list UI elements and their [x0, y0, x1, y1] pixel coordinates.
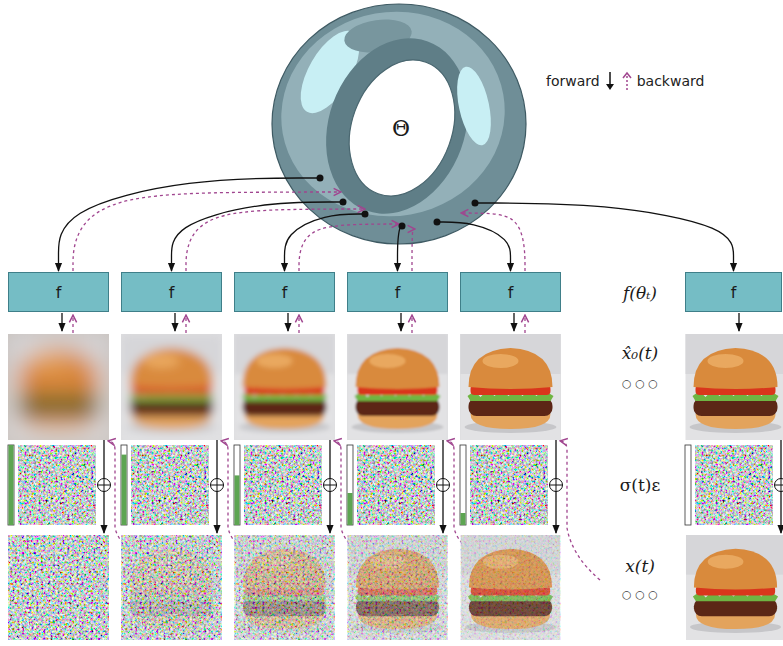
edge-origin-dot [362, 211, 369, 218]
noisy-image [234, 535, 335, 640]
noise-image [131, 445, 209, 525]
label-holder: ○ ○ ○ [622, 373, 658, 391]
x0-estimate-image [686, 334, 783, 440]
x0-estimate-image [460, 334, 561, 440]
add-symbol [324, 479, 337, 492]
function-box: f [121, 272, 222, 312]
noise-image [244, 445, 322, 525]
noise-level-fill [122, 455, 127, 525]
function-symbol: f(θₜ) [623, 283, 657, 303]
label-holder: x̂₀(t) [622, 343, 659, 363]
add-symbol [211, 479, 224, 492]
label-holder: σ(t)ε [620, 475, 661, 495]
noise-level-bar [8, 445, 14, 525]
backward-connector [73, 192, 340, 271]
edge-origin-dot [317, 175, 324, 182]
backward-sample [620, 70, 634, 92]
edge-origin-dot [472, 200, 479, 207]
backward-arrow [72, 316, 73, 333]
function-label: f [731, 283, 737, 302]
noise-level-bar [347, 445, 353, 525]
noise-level-bar [121, 445, 127, 525]
forward-sample [603, 70, 617, 92]
label-holder: ○ ○ ○ [622, 584, 658, 602]
function-box: f [347, 272, 448, 312]
noise-level-fill [235, 475, 240, 525]
add-symbol [437, 479, 450, 492]
legend-entry: forward [546, 70, 617, 92]
function-box: f [460, 272, 561, 312]
legend-text: forward [546, 73, 600, 89]
edge-origin-dot [399, 223, 406, 230]
noisy-image [121, 535, 222, 640]
forward-connector [475, 203, 734, 271]
function-box: f [685, 272, 782, 312]
noise-image [695, 445, 773, 525]
torus-region [268, 2, 521, 234]
ellipsis-marks: ○ ○ ○ [622, 588, 658, 601]
noise-level-fill [461, 513, 466, 525]
backward-arrow [524, 316, 525, 333]
function-label: f [169, 283, 175, 302]
x0-estimate-image [8, 334, 109, 440]
step-column [460, 313, 600, 640]
torus-region [331, 45, 473, 211]
parameter-symbol: Θ [392, 116, 410, 141]
forward-arrow [738, 313, 739, 331]
label-holder: x(t) [625, 556, 655, 576]
noisy-image [347, 535, 448, 640]
legend-text: backward [637, 73, 705, 89]
x0-estimate-image [234, 334, 335, 440]
legend-entry: backward [620, 70, 705, 92]
function-label: f [56, 283, 62, 302]
forward-arrow [61, 313, 62, 331]
backward-arrow [411, 316, 412, 333]
noisy-image [8, 535, 109, 640]
legend: forward backward [546, 70, 704, 92]
add-symbol [98, 479, 111, 492]
noise-image [18, 445, 96, 525]
forward-arrow [287, 313, 288, 331]
noise-symbol: σ(t)ε [620, 475, 661, 495]
noise-level-bar [685, 445, 691, 525]
noise-level-bar [234, 445, 240, 525]
noise-image [470, 445, 548, 525]
noisy-image [686, 535, 783, 640]
torus-region [302, 18, 491, 234]
step-column [685, 313, 783, 640]
x0-estimate-symbol: x̂₀(t) [622, 343, 659, 363]
forward-arrow [400, 313, 401, 331]
noise-image [357, 445, 435, 525]
forward-arrow [174, 313, 175, 331]
ellipsis-marks: ○ ○ ○ [622, 377, 658, 390]
noise-level-bar [460, 445, 466, 525]
backward-arrow [298, 316, 299, 333]
function-box: f [8, 272, 109, 312]
edge-origin-dot [340, 199, 347, 206]
noisy-image [460, 535, 561, 640]
x0-estimate-image [347, 334, 448, 440]
function-box: f [234, 272, 335, 312]
add-symbol [550, 479, 563, 492]
x0-estimate-image [121, 334, 222, 440]
parameter-torus: Θ [268, 2, 530, 246]
edge-origin-dot [434, 219, 441, 226]
backward-arrow [185, 316, 186, 333]
backward-path [561, 441, 600, 580]
label-holder: f(θₜ) [623, 283, 657, 303]
state-symbol: x(t) [625, 556, 655, 576]
function-label: f [282, 283, 288, 302]
function-label: f [395, 283, 401, 302]
function-label: f [508, 283, 514, 302]
noise-level-fill [348, 493, 353, 525]
add-symbol [775, 479, 783, 492]
noise-level-fill [9, 445, 14, 525]
forward-arrow [513, 313, 514, 331]
torus-region [451, 64, 497, 148]
